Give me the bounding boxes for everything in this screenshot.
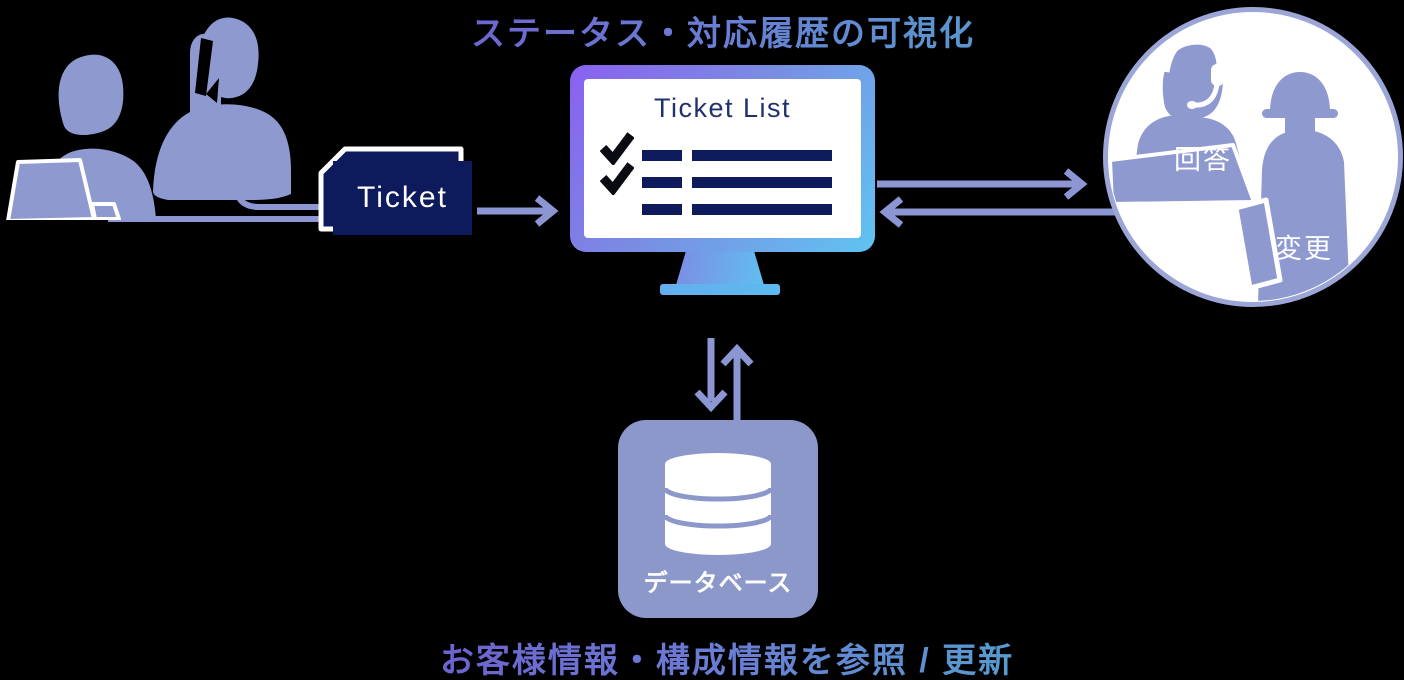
- headset-earcup-icon: [1211, 64, 1224, 86]
- customer-with-phone-silhouette: [153, 17, 291, 200]
- phone-hand-gap: [206, 78, 219, 103]
- list-bar-long: [692, 150, 832, 161]
- headset-mic-icon: [1193, 83, 1220, 108]
- arrow-monitor-to-db-icon: [694, 338, 728, 413]
- arrow-db-to-monitor-icon: [720, 343, 754, 424]
- staff-illustration: [1109, 34, 1350, 301]
- list-bar-short: [642, 204, 682, 215]
- customer-head: [199, 17, 259, 99]
- customers-illustration: [6, 17, 291, 220]
- monitor-screen: Ticket List: [584, 79, 861, 238]
- diagram-title: ステータス・対応履歴の可視化: [423, 6, 1023, 55]
- list-bar-long: [692, 204, 832, 215]
- arrow-ticket-to-monitor-icon: [477, 195, 559, 227]
- db-separator: [662, 487, 774, 502]
- customer-head: [58, 54, 124, 136]
- arrow-monitor-to-staff-icon: [877, 168, 1088, 200]
- db-cylinder-top: [665, 453, 771, 475]
- answer-label: 回答: [1174, 145, 1232, 175]
- change-label: 変更: [1275, 234, 1333, 264]
- hardhat-dome-icon: [1270, 72, 1330, 112]
- arrow-head: [720, 343, 754, 367]
- clipboard-icon: [1233, 197, 1283, 291]
- customer-body: [153, 104, 291, 200]
- hardhat-brim-icon: [1262, 109, 1338, 118]
- database-icon: [662, 453, 774, 555]
- headset-band-icon: [1162, 34, 1224, 73]
- arrow-head: [879, 196, 904, 228]
- headset-mic-tip: [1187, 101, 1197, 109]
- db-cylinder-body: [665, 464, 771, 544]
- monitor-stand-neck: [676, 252, 764, 285]
- db-cylinder-bottom: [665, 533, 771, 555]
- database-label: データベース: [643, 570, 793, 597]
- laptop-base: [90, 202, 121, 220]
- checkmark-icon: [600, 132, 634, 165]
- engineer-with-hardhat-silhouette: [1233, 72, 1350, 301]
- engineer-body: [1258, 129, 1350, 301]
- ticket-card: Ticket: [333, 161, 472, 235]
- operator-with-headset-silhouette: [1109, 34, 1256, 206]
- staff-circle: 回答 変更: [1103, 7, 1403, 307]
- screen-title: Ticket List: [653, 93, 792, 123]
- arrow-head: [1063, 168, 1088, 200]
- db-separator: [662, 514, 774, 529]
- list-bar-long: [692, 177, 832, 188]
- list-bar-short: [642, 150, 682, 161]
- diagram-caption: お客様情報・構成情報を参照 / 更新: [427, 633, 1027, 680]
- list-bar-short: [642, 177, 682, 188]
- arrow-staff-to-monitor-icon: [879, 196, 1117, 228]
- checkmark-icon: [600, 162, 634, 195]
- monitor-frame: Ticket List: [570, 65, 875, 252]
- database-box: データベース: [618, 420, 818, 618]
- customer-with-laptop-silhouette: [6, 54, 156, 220]
- monitor-stand-base: [660, 284, 780, 295]
- ticket-label: Ticket: [357, 181, 448, 214]
- laptop-icon: [6, 158, 96, 220]
- phone-icon: [195, 38, 213, 96]
- arrow-head: [694, 389, 728, 413]
- arrow-head: [534, 195, 559, 227]
